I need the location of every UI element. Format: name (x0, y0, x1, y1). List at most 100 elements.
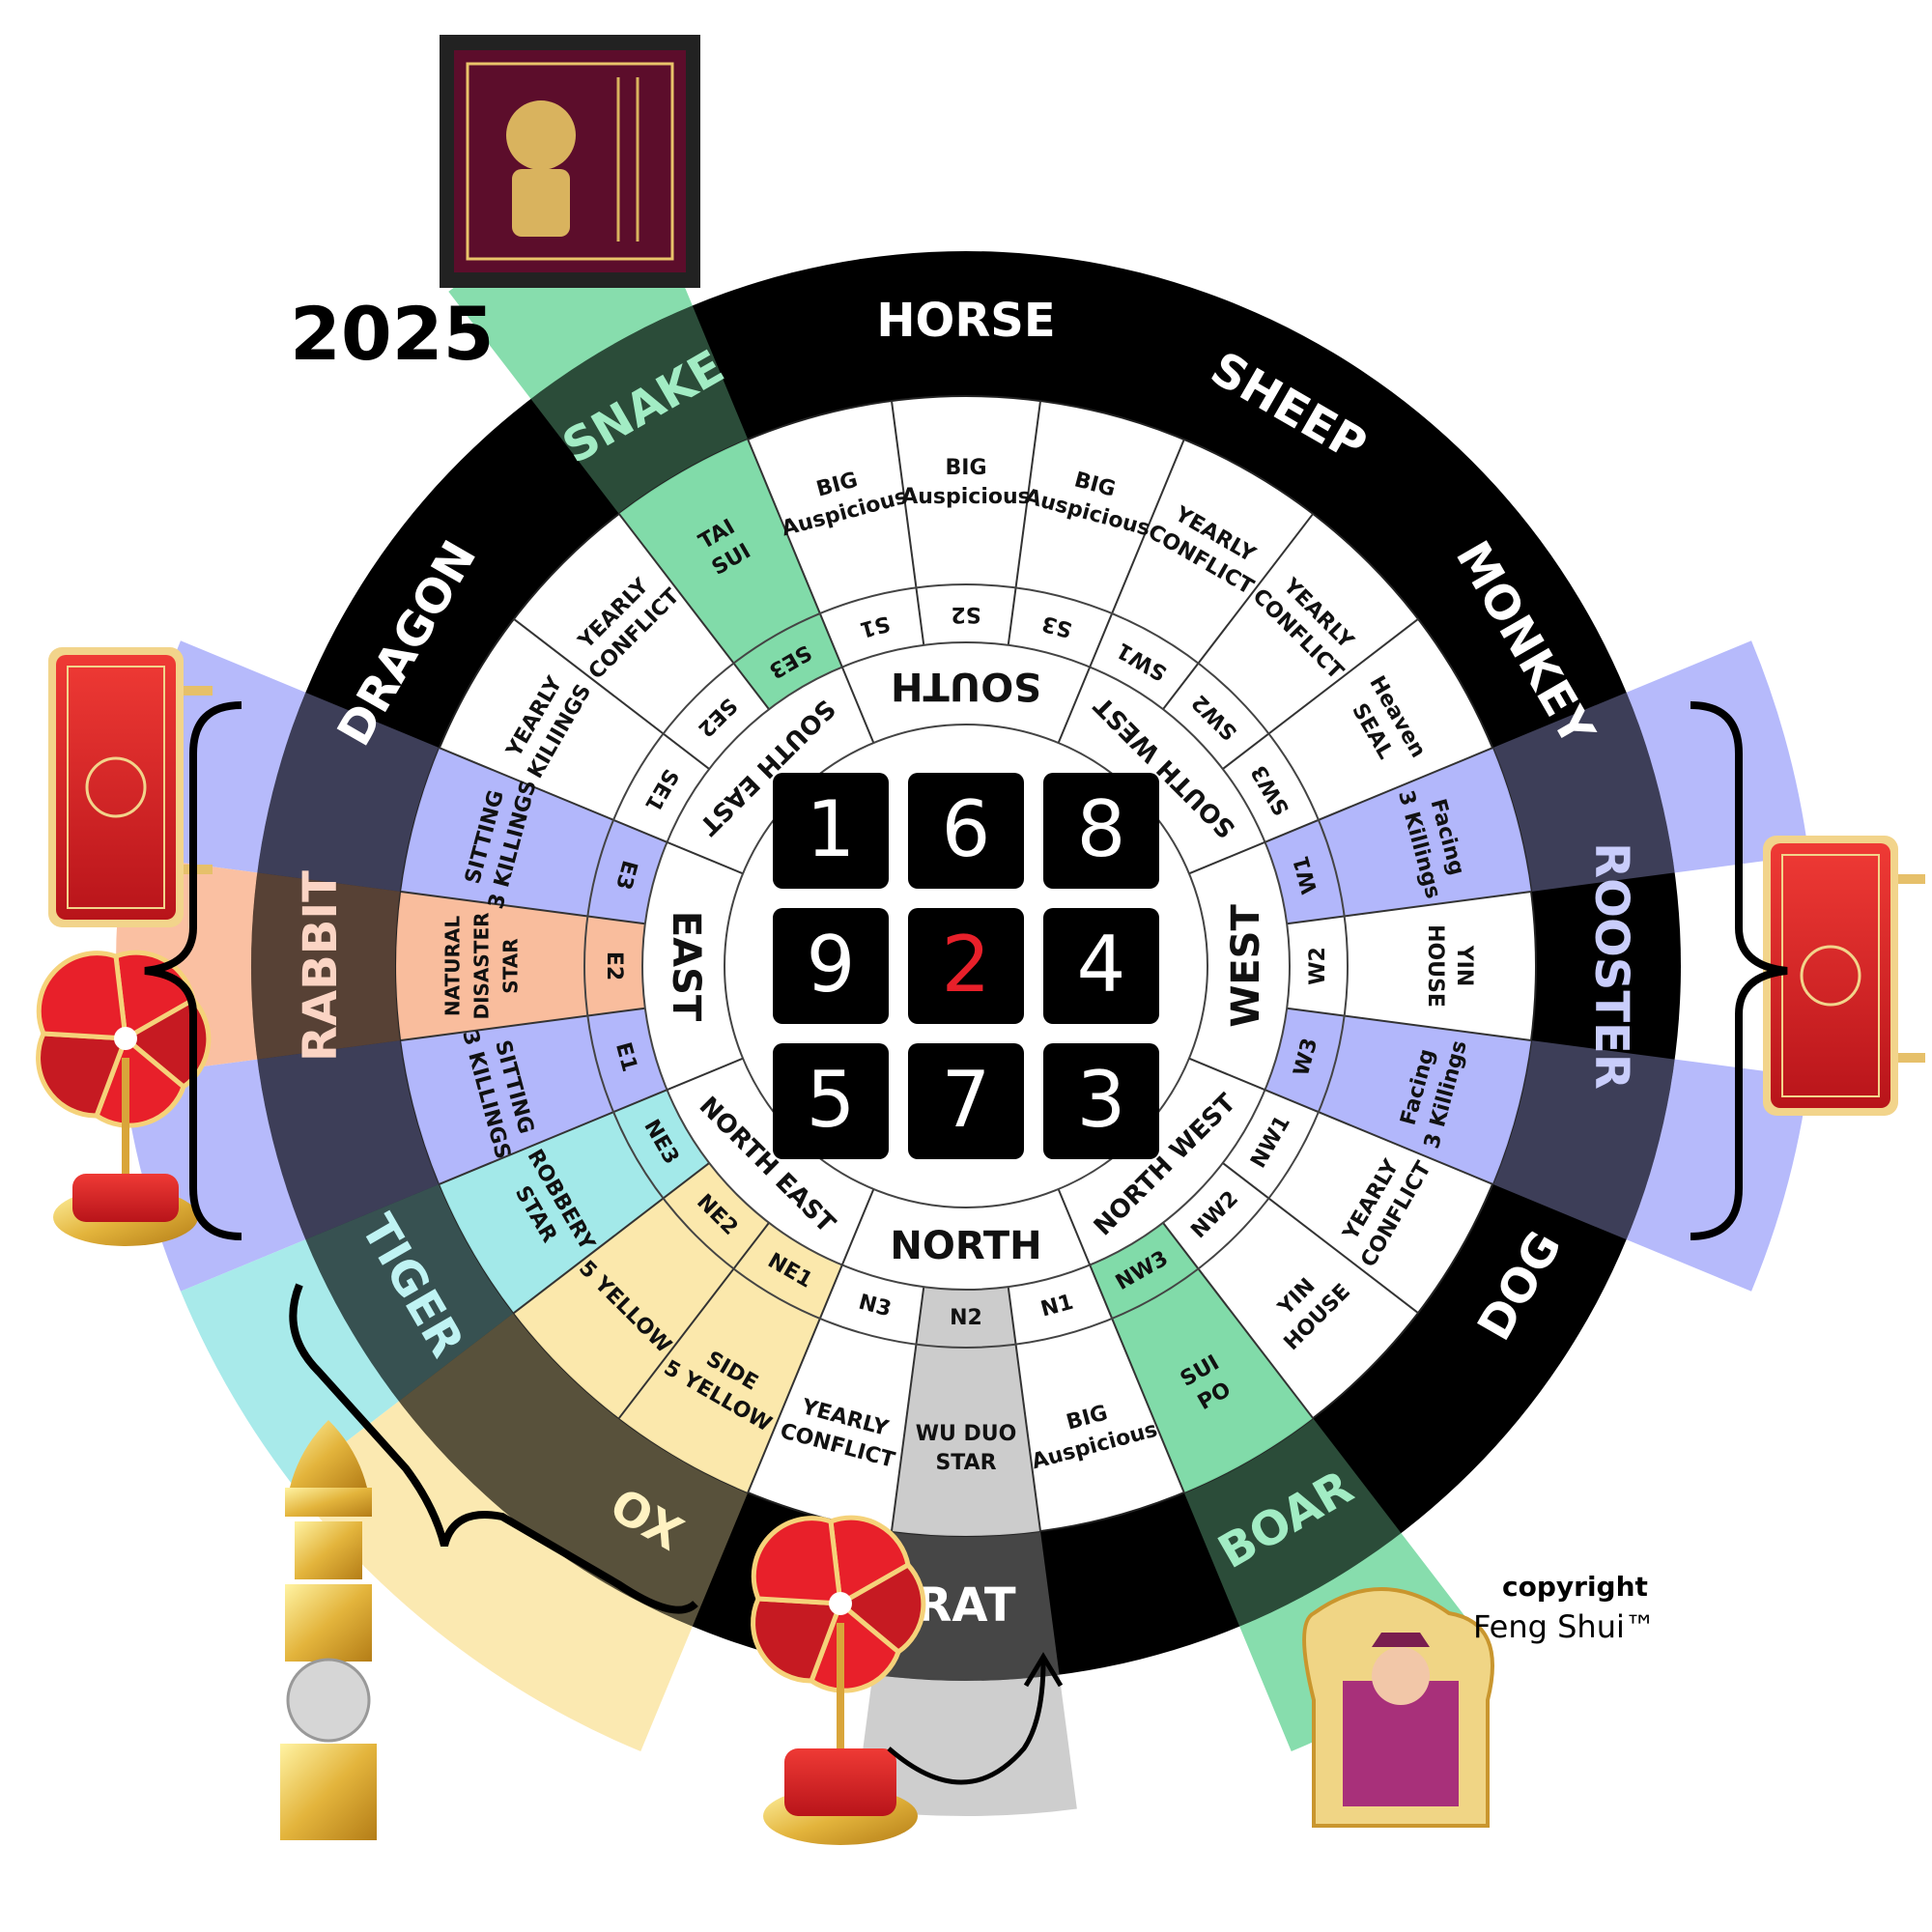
code-ring-border (583, 583, 1349, 1349)
arrow-icon (1023, 1652, 1064, 1688)
direction-divider (1057, 667, 1092, 744)
facing-killings-wedge-code (1264, 819, 1345, 924)
sector-divider (1264, 747, 1493, 843)
sector-divider (747, 1264, 843, 1493)
facing-killings-wedge-overlay (1492, 692, 1675, 892)
animal-label-horse: HORSE (876, 294, 1055, 348)
tai-sui-wedge-overlay (530, 305, 749, 514)
sector-divider (747, 439, 843, 668)
sitting-killings-wedge-sector (401, 1015, 614, 1184)
sector-divider (400, 890, 645, 925)
sector-label-line: YIN (1452, 945, 1476, 987)
robbery-star-wedge-code (613, 1090, 710, 1199)
star-number: 2 (942, 920, 991, 1009)
sector-label-line: DISASTER (470, 912, 494, 1019)
sector-divider (1222, 618, 1419, 770)
robbery-star-wedge-overlay (305, 1183, 514, 1402)
direction-ring-border (641, 641, 1291, 1291)
sector-divider (890, 400, 925, 645)
facing-killings-wedge-sector (1318, 748, 1531, 917)
wu-duo-wedge-overlay (872, 1530, 1060, 1682)
direction-divider (1057, 1188, 1092, 1265)
star-number: 6 (942, 784, 991, 874)
direction-divider (667, 840, 744, 875)
arrow-icon (887, 1661, 1046, 1785)
star-number: 9 (807, 920, 856, 1009)
direction-label-south: SOUTH (891, 664, 1041, 708)
brace-icon (1690, 701, 1788, 1240)
direction-divider (840, 667, 875, 744)
sitting-killings-wedge-sector (401, 748, 614, 917)
natural-disaster-wedge-code (584, 916, 645, 1016)
star-number: 5 (807, 1055, 856, 1145)
star-number: 1 (807, 784, 856, 874)
sector-divider (513, 618, 710, 770)
star-cell (908, 773, 1024, 889)
direction-divider (667, 1057, 744, 1092)
sector-divider (890, 1287, 925, 1532)
sector-label-line: HOUSE (1423, 924, 1447, 1008)
brace-icon (289, 1283, 698, 1614)
sector-divider (1162, 513, 1314, 710)
sitting-killings-wedge-code (587, 819, 668, 924)
red-plaque-icon (48, 647, 213, 927)
sector-label-line: STAR (499, 938, 523, 993)
sector-divider (1007, 400, 1042, 645)
sector-divider (513, 1162, 710, 1314)
animal-highlights (251, 305, 1675, 1682)
star-cell (1043, 773, 1159, 889)
animal-label-rabbit: RABBIT (294, 870, 348, 1062)
sector-divider (618, 1222, 770, 1419)
direction-label-east: EAST (664, 911, 708, 1022)
star-cell (773, 1043, 889, 1159)
sector-label-line: STAR (935, 1451, 996, 1475)
five-yellow-wedge-code (663, 1162, 842, 1319)
five-yellow-wedge-overlay (398, 1313, 749, 1627)
star-number: 7 (942, 1055, 991, 1145)
sector-divider (439, 1089, 668, 1185)
natural-disaster-wedge-sector (396, 891, 588, 1041)
tai-sui-amulet-icon (1302, 1587, 1494, 1828)
pinwheel-icon (36, 950, 212, 1246)
sector-divider (1287, 1007, 1532, 1042)
direction-divider (840, 1188, 875, 1265)
animal-label-rooster: ROOSTER (1584, 842, 1638, 1090)
year-label: 2025 (290, 291, 495, 377)
sector-code-n2: N2 (950, 1306, 982, 1330)
copyright-line2: Feng Shui™ (1473, 1608, 1656, 1645)
sector-label-line: WU DUO (916, 1422, 1017, 1446)
sector-divider (1222, 1162, 1419, 1314)
sui-po-wedge-code (1090, 1222, 1199, 1319)
pagoda-icon (280, 1420, 377, 1840)
sector-divider (1287, 890, 1532, 925)
sector-divider (1264, 1089, 1493, 1185)
star-cell (773, 908, 889, 1024)
star-number: 3 (1077, 1055, 1126, 1145)
sitting-killings-wedge-overlay (257, 1040, 440, 1240)
star-cell (908, 1043, 1024, 1159)
star-number: 4 (1077, 920, 1126, 1009)
direction-divider (1188, 840, 1265, 875)
star-cell (908, 908, 1024, 1024)
star-cell (1043, 908, 1159, 1024)
brace-icon (144, 701, 242, 1240)
sector-divider (1007, 1287, 1042, 1532)
tai-sui-wedge-code (733, 613, 842, 710)
sector-label-line: BIG (945, 456, 986, 480)
sector-label-line: NATURAL (441, 916, 465, 1016)
robbery-star-wedge-sector (439, 1112, 664, 1314)
sector-divider (618, 513, 770, 710)
sector-divider (1089, 1264, 1185, 1493)
sector-divider (400, 1007, 645, 1042)
sector-code-s2: S2 (951, 602, 980, 626)
sui-po-wedge-overlay (1183, 1418, 1402, 1627)
tai-sui-plaque-icon (440, 35, 700, 288)
sector-divider (1089, 439, 1185, 668)
facing-killings-wedge-overlay (1492, 1040, 1675, 1240)
sitting-killings-wedge-code (587, 1008, 668, 1113)
sector-divider (1162, 1222, 1314, 1419)
